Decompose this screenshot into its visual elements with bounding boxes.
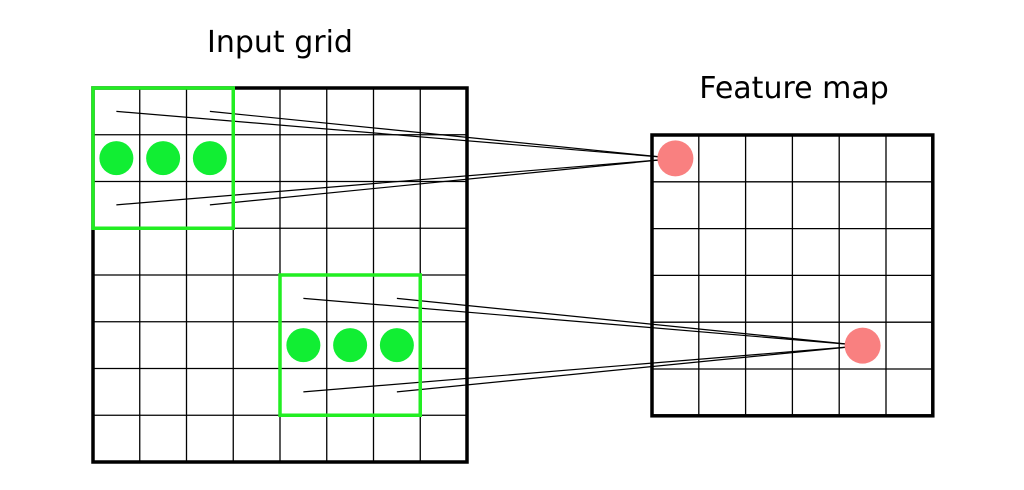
connection-line <box>396 297 853 346</box>
connection-line <box>303 297 853 346</box>
connection-line <box>209 110 666 158</box>
receptive-field-window <box>91 86 235 230</box>
activation-dots <box>99 140 881 364</box>
connection-line <box>209 158 666 206</box>
input-activation-dot <box>192 141 227 176</box>
input-activation-dot <box>286 328 321 363</box>
input-activation-dot <box>379 328 414 363</box>
connection-line <box>303 346 853 393</box>
input-activation-dot <box>146 141 181 176</box>
connection-line <box>116 110 666 158</box>
feature-map-border <box>650 133 935 418</box>
connection-line <box>116 158 666 206</box>
connection-lines <box>116 110 853 393</box>
input-grid-title: Input grid <box>207 25 353 60</box>
input-grid-border <box>91 86 469 464</box>
feature-map-title: Feature map <box>699 71 889 106</box>
output-activation-dot <box>657 140 694 177</box>
receptive-field-windows <box>91 86 422 417</box>
input-activation-dot <box>333 328 368 363</box>
output-activation-dot <box>844 327 881 364</box>
receptive-field-window <box>278 273 422 417</box>
input-activation-dot <box>99 141 134 176</box>
connection-line <box>396 346 853 393</box>
feature-map-grid <box>650 133 935 418</box>
